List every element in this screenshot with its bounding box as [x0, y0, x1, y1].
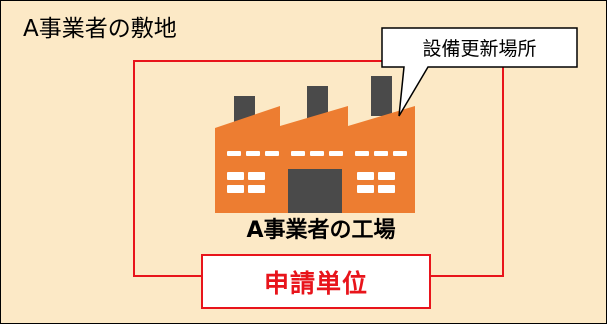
callout-label: 設備更新場所: [422, 37, 537, 60]
factory-label: A事業者の工場: [246, 218, 396, 243]
site-label: A事業者の敷地: [23, 16, 177, 42]
factory-door: [288, 169, 342, 213]
application-unit-label: 申請単位: [263, 268, 368, 298]
application-unit-box: 申請単位: [201, 254, 431, 309]
chimney: [371, 76, 392, 116]
